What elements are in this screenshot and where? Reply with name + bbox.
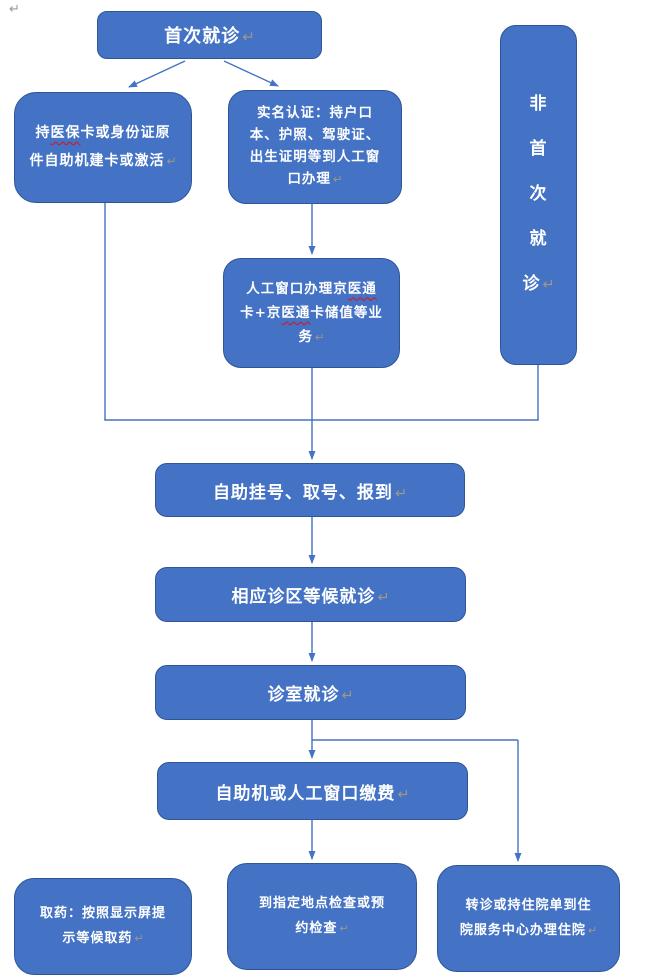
node-waiting-area[interactable]: 相应诊区等候就诊↵ [155,567,466,622]
paragraph-mark: ↵ [394,485,408,502]
paragraph-mark: ↵ [341,688,354,704]
node-self-service-card-line2: 件自助机建卡或激活↵ [29,152,177,169]
node-non-first-visit-char2: 首 [529,139,548,159]
spellcheck-squiggle: 医通 [281,304,311,321]
node-examination[interactable]: 到指定地点检查或预 约检查↵ [227,863,417,970]
node-self-registration[interactable]: 自助挂号、取号、报到↵ [155,463,465,517]
node-self-service-card[interactable]: 持医保卡或身份证原 件自助机建卡或激活↵ [14,92,192,203]
paragraph-mark: ↵ [166,153,177,168]
paragraph-mark: ↵ [397,786,410,803]
node-real-name-auth-line2: 本、护照、驾驶证、 [249,127,381,144]
node-jingyitong-card-line3: 务↵ [298,329,325,346]
paragraph-mark: ↵ [542,277,555,293]
node-take-medicine-line2: 示等候取药↵ [62,930,144,946]
node-hospitalization[interactable]: 转诊或持住院单到住 院服务中心办理住院↵ [437,865,620,972]
node-self-registration-label: 自助挂号、取号、报到↵ [212,482,408,503]
node-hospitalization-line1: 转诊或持住院单到住 [465,897,592,913]
node-jingyitong-card[interactable]: 人工窗口办理京医通 卡+京医通卡储值等业 务↵ [223,258,400,368]
paragraph-mark: ↵ [9,2,20,17]
paragraph-mark: ↵ [377,590,390,606]
node-non-first-visit-char1: 非 [529,94,548,114]
paragraph-mark: ↵ [339,921,349,935]
node-real-name-auth-line3: 出生证明等到人工窗 [249,149,381,165]
node-jingyitong-card-line1: 人工窗口办理京医通 [246,280,377,297]
node-non-first-visit-char5: 诊↵ [522,274,555,294]
node-real-name-auth[interactable]: 实名认证：持户口 本、护照、驾驶证、 出生证明等到人工窗 口办理↵ [228,90,402,204]
node-self-service-card-line1: 持医保卡或身份证原 [35,125,171,142]
paragraph-mark: ↵ [587,923,598,937]
node-hospitalization-line2: 院服务中心办理住院↵ [459,922,598,938]
node-waiting-area-label: 相应诊区等候就诊↵ [231,587,390,607]
node-non-first-visit[interactable]: 非 首 次 就 诊↵ [500,25,577,365]
node-payment-label: 自助机或人工窗口缴费↵ [215,783,410,804]
node-consulting-room[interactable]: 诊室就诊↵ [155,665,466,720]
node-real-name-auth-line4: 口办理↵ [287,170,343,187]
node-take-medicine[interactable]: 取药：按照显示屏提 示等候取药↵ [14,878,192,975]
spellcheck-squiggle: 医保 [50,125,81,142]
paragraph-mark: ↵ [314,330,325,345]
node-consulting-room-label: 诊室就诊↵ [267,685,354,705]
node-take-medicine-line1: 取药：按照显示屏提 [39,905,166,921]
node-non-first-visit-char4: 就 [529,229,548,249]
paragraph-mark: ↵ [242,28,255,46]
connector-first-to-build [128,60,186,88]
paragraph-mark: ↵ [134,931,144,945]
node-examination-line1: 到指定地点检查或预 [258,895,385,911]
connector-first-to-real [223,60,279,87]
node-payment[interactable]: 自助机或人工窗口缴费↵ [157,762,468,820]
spellcheck-squiggle: 医通 [347,280,377,297]
node-examination-line2: 约检查↵ [295,920,349,936]
paragraph-mark: ↵ [332,171,343,186]
node-real-name-auth-line1: 实名认证：持户口 [257,105,373,122]
node-first-visit[interactable]: 首次就诊↵ [97,11,322,59]
node-non-first-visit-char3: 次 [529,184,548,204]
node-first-visit-label: 首次就诊↵ [164,26,255,47]
node-jingyitong-card-line2: 卡+京医通卡储值等业 [240,304,383,321]
